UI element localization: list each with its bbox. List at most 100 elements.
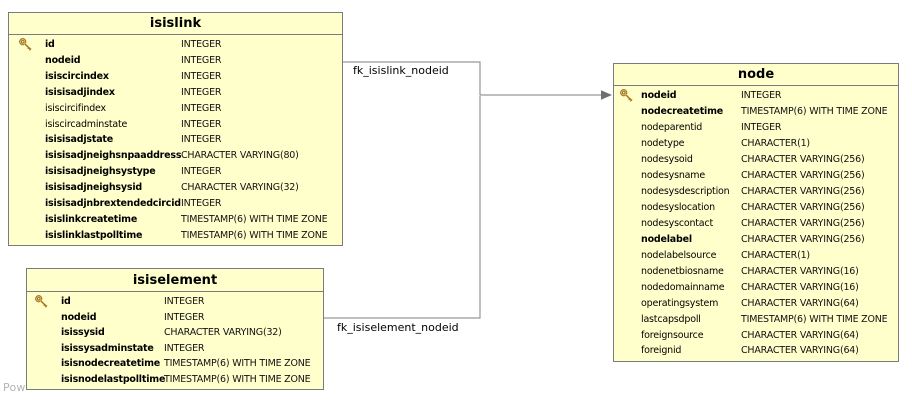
column-type: CHARACTER VARYING(256) — [741, 170, 865, 182]
column-type: INTEGER — [164, 296, 205, 308]
table-title-node: node — [614, 64, 898, 86]
relation-label-fk-isiselement-nodeid: fk_isiselement_nodeid — [337, 321, 459, 334]
column-row: isiscircifindex INTEGER — [9, 100, 342, 116]
column-type: INTEGER — [164, 311, 205, 323]
column-row: isislinkcreatetime TIMESTAMP(6) WITH TIME… — [9, 211, 342, 227]
column-type: CHARACTER VARYING(64) — [741, 297, 859, 309]
column-name: nodetype — [641, 138, 685, 150]
column-row: isisisadjneighsysid CHARACTER VARYING(32) — [9, 180, 342, 196]
watermark-text: Pow — [3, 381, 26, 394]
column-type: INTEGER — [741, 122, 782, 134]
column-type: CHARACTER VARYING(256) — [741, 217, 865, 229]
column-row: nodelabelsource CHARACTER(1) — [614, 247, 898, 263]
column-type: INTEGER — [181, 86, 222, 98]
key-icon — [35, 295, 48, 308]
column-type: INTEGER — [741, 90, 782, 102]
column-type: CHARACTER(1) — [741, 249, 810, 261]
column-row: operatingsystem CHARACTER VARYING(64) — [614, 295, 898, 311]
column-name: nodeparentid — [641, 122, 703, 134]
column-name: isisisadjneighsystype — [45, 166, 156, 178]
arrow-head-icon — [601, 90, 612, 100]
column-name: id — [61, 296, 71, 308]
primary-key-cell — [19, 38, 45, 52]
column-name: nodeid — [641, 90, 677, 102]
column-name: nodesysoid — [641, 154, 693, 166]
column-type: CHARACTER VARYING(32) — [181, 182, 299, 194]
column-name: id — [45, 39, 55, 51]
column-row: id INTEGER — [27, 294, 323, 310]
column-name: isisnodecreatetime — [61, 358, 161, 370]
column-type: TIMESTAMP(6) WITH TIME ZONE — [181, 229, 328, 241]
column-name: nodelabelsource — [641, 249, 717, 261]
column-type: TIMESTAMP(6) WITH TIME ZONE — [181, 213, 328, 225]
column-type: TIMESTAMP(6) WITH TIME ZONE — [164, 358, 311, 370]
column-name: nodeid — [61, 311, 97, 323]
column-name: foreignsource — [641, 329, 704, 341]
column-row: isislinklastpolltime TIMESTAMP(6) WITH TI… — [9, 227, 342, 243]
column-name: nodesysname — [641, 170, 705, 182]
column-name: isissysadminstate — [61, 342, 154, 354]
column-type: INTEGER — [181, 39, 222, 51]
column-name: isisisadjnbrextendedcircid — [45, 197, 181, 209]
column-type: CHARACTER(1) — [741, 138, 810, 150]
column-name: foreignid — [641, 345, 682, 357]
column-row: nodeparentid INTEGER — [614, 120, 898, 136]
column-type: INTEGER — [181, 102, 222, 114]
column-type: CHARACTER VARYING(64) — [741, 345, 859, 357]
column-row: nodesysname CHARACTER VARYING(256) — [614, 168, 898, 184]
column-row: foreignsource CHARACTER VARYING(64) — [614, 327, 898, 343]
key-icon — [19, 38, 32, 52]
column-name: nodeid — [45, 55, 81, 67]
column-type: CHARACTER VARYING(256) — [741, 202, 865, 214]
column-name: isissysid — [61, 327, 105, 339]
column-type: INTEGER — [181, 197, 222, 209]
column-type: INTEGER — [181, 166, 222, 178]
column-name: nodenetbiosname — [641, 265, 724, 277]
column-type: TIMESTAMP(6) WITH TIME ZONE — [164, 373, 311, 385]
table-title-isislink: isislink — [9, 13, 342, 35]
table-title-isiselement: isiselement — [27, 269, 323, 292]
column-type: INTEGER — [181, 71, 222, 83]
column-type: CHARACTER VARYING(256) — [741, 186, 865, 198]
column-type: CHARACTER VARYING(64) — [741, 329, 859, 341]
column-row: nodeid INTEGER — [9, 53, 342, 69]
column-row: foreignid CHARACTER VARYING(64) — [614, 343, 898, 359]
column-row: id INTEGER — [9, 37, 342, 53]
primary-key-cell — [620, 89, 641, 103]
primary-key-cell — [35, 295, 61, 308]
column-name: isislinklastpolltime — [45, 229, 143, 241]
column-type: CHARACTER VARYING(256) — [741, 154, 865, 166]
column-type: INTEGER — [164, 342, 205, 354]
column-name: isisisadjstate — [45, 134, 113, 146]
column-name: isiscircindex — [45, 71, 109, 83]
column-type: CHARACTER VARYING(16) — [741, 265, 859, 277]
column-row: nodesyscontact CHARACTER VARYING(256) — [614, 216, 898, 232]
column-type: INTEGER — [181, 118, 222, 130]
column-name: nodedomainname — [641, 281, 725, 293]
column-name: operatingsystem — [641, 297, 719, 309]
column-type: CHARACTER VARYING(16) — [741, 281, 859, 293]
column-type: INTEGER — [181, 55, 222, 67]
column-type: CHARACTER VARYING(256) — [741, 233, 865, 245]
column-type: INTEGER — [181, 134, 222, 146]
column-name: isisisadjneighsysid — [45, 182, 142, 194]
column-name: isislinkcreatetime — [45, 213, 138, 225]
column-name: nodesyscontact — [641, 217, 713, 229]
column-row: isissysadminstate INTEGER — [27, 341, 323, 357]
column-name: isiscircifindex — [45, 102, 106, 114]
column-type: TIMESTAMP(6) WITH TIME ZONE — [741, 313, 888, 325]
column-row: nodetype CHARACTER(1) — [614, 136, 898, 152]
key-icon — [620, 89, 633, 103]
column-row: nodesysoid CHARACTER VARYING(256) — [614, 152, 898, 168]
